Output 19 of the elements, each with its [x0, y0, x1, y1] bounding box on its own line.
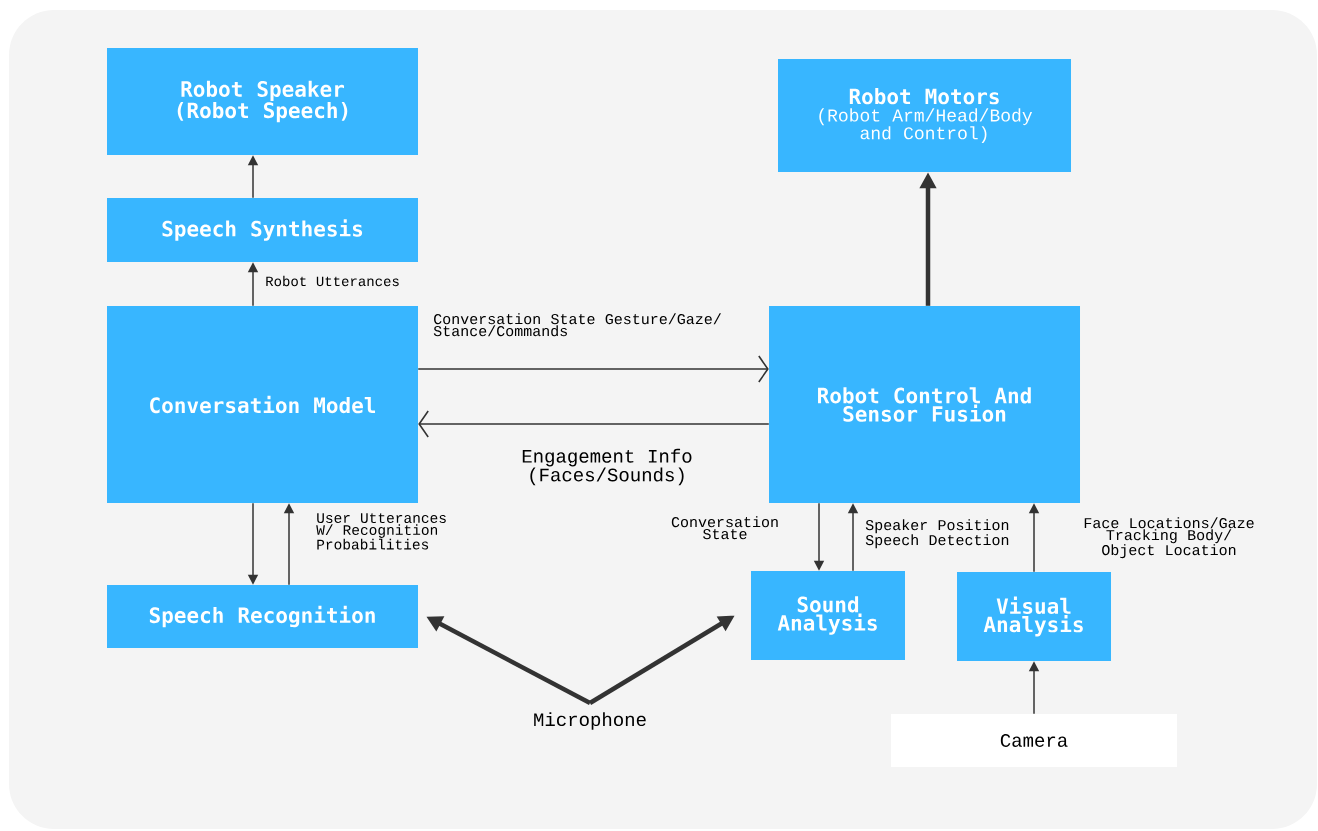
process-box: Robot Motors (Robot Arm/Head/Body and Control): [778, 59, 1071, 172]
process-box: Speech Recognition: [107, 585, 418, 648]
edge-label: Conversation State: [671, 516, 778, 540]
process-box: Visual Analysis: [957, 572, 1111, 661]
process-box: Robot Control And Sensor Fusion: [769, 306, 1080, 503]
process-box: Speech Synthesis: [107, 198, 418, 262]
edge-label: Engagement Info (Faces/Sounds): [522, 448, 692, 486]
input-box: Camera: [891, 714, 1177, 767]
arrow: [417, 355, 769, 383]
process-box: Robot Speaker (Robot Speech): [107, 48, 418, 155]
edge-label: Conversation State Gesture/Gaze/ Stance/Commands: [433, 313, 721, 337]
edge-label: Robot Utterances: [266, 275, 399, 287]
edge-label: Speaker Position Speech Detection: [865, 519, 1009, 549]
edge-label: User Utterances W/ Recognition Probabilities: [316, 513, 446, 550]
arrow: [418, 410, 770, 438]
process-box: Sound Analysis: [751, 571, 905, 660]
edge-label: Face Locations/Gaze Tracking Body/ Object Location: [1084, 517, 1254, 559]
microphone-label: Microphone: [534, 712, 646, 730]
process-box: Conversation Model: [107, 306, 418, 503]
